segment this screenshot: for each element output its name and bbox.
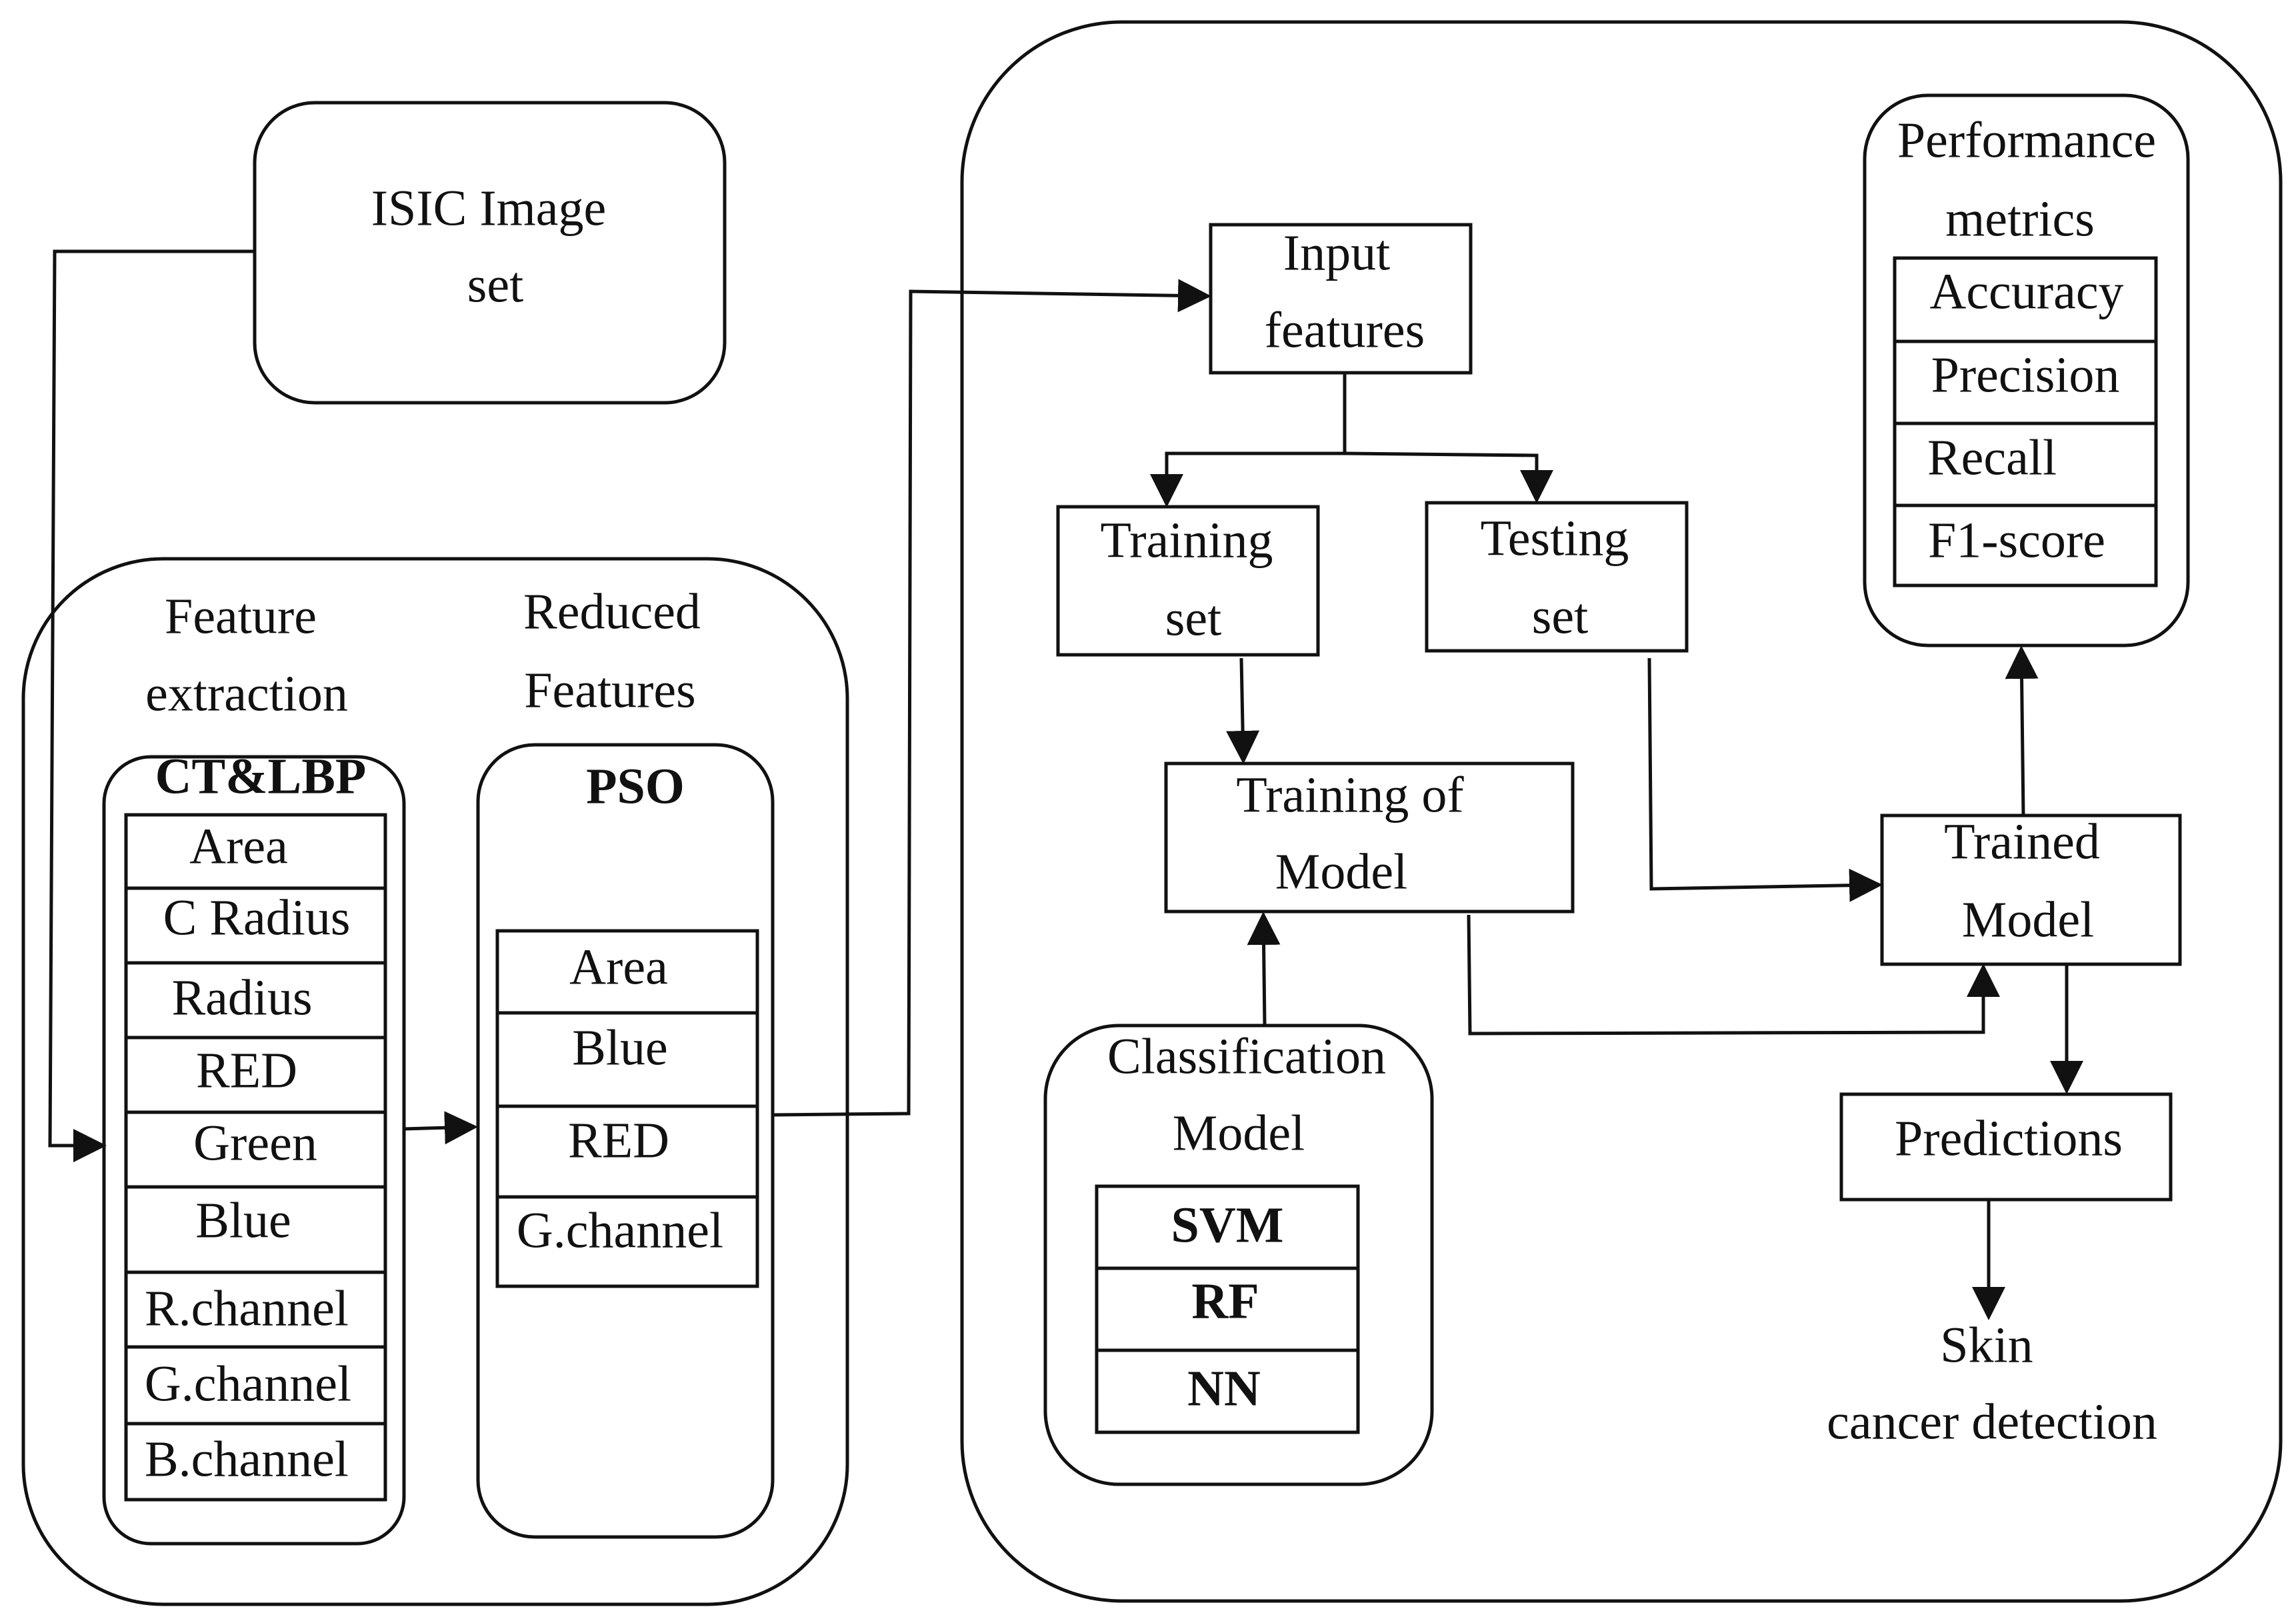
- classification-model-box: [1043, 1024, 1434, 1486]
- arrow-training-model-to-trained-model: [1467, 914, 2000, 1036]
- isic-image-set-box: [253, 101, 727, 405]
- input-features-line1: Input: [1283, 225, 1390, 281]
- predictions-label: Predictions: [1895, 1110, 2123, 1166]
- classification-model-table: SVM RF NN: [1095, 1184, 1360, 1434]
- reduced-item: G.channel: [517, 1202, 723, 1258]
- trained-model-line2: Model: [1962, 892, 2094, 948]
- reduced-features-table: Area Blue RED G.channel: [495, 929, 759, 1288]
- performance-metrics-table: Accuracy Precision Recall F1-score: [1893, 256, 2158, 587]
- reduced-item: Area: [569, 939, 668, 995]
- performance-metrics-title-line1: Performance: [1897, 112, 2156, 168]
- arrow-training-set-to-training-model: [1226, 657, 1260, 764]
- performance-metrics-title-line2: metrics: [1945, 191, 2095, 247]
- training-set-line2: set: [1165, 590, 1221, 646]
- testing-set-line1: Testing: [1481, 510, 1629, 566]
- training-set-box: [1056, 505, 1320, 657]
- feature-item: Area: [189, 818, 288, 874]
- reduced-table-row: [495, 1195, 759, 1288]
- arrow-trained-model-to-performance: [2005, 645, 2039, 816]
- feature-extraction-title-line1: Feature: [165, 588, 317, 644]
- feature-item: RED: [196, 1042, 297, 1098]
- reduced-item: Blue: [572, 1020, 668, 1076]
- predictions-box: [1839, 1092, 2173, 1202]
- isic-label-line1: ISIC Image: [371, 180, 606, 236]
- training-set-line1: Training: [1100, 512, 1273, 568]
- classifier-item: SVM: [1171, 1197, 1284, 1253]
- feature-item: B.channel: [145, 1431, 349, 1487]
- feature-item: G.channel: [145, 1356, 351, 1412]
- model-panel-container: [960, 20, 2283, 1603]
- feature-item: R.channel: [145, 1280, 349, 1336]
- feature-panel-container: [21, 557, 849, 1606]
- feature-item: Blue: [195, 1192, 291, 1248]
- reduced-features-title-line2: Features: [524, 662, 695, 718]
- feature-item: Radius: [171, 970, 312, 1026]
- metric-item: F1-score: [1928, 512, 2105, 568]
- feature-extraction-method: CT&LBP: [155, 748, 367, 804]
- arrow-testing-set-to-trained-model: [1647, 657, 1883, 902]
- metric-item: Precision: [1931, 347, 2120, 403]
- classifier-row: [1095, 1348, 1360, 1434]
- classifier-item: NN: [1187, 1360, 1261, 1416]
- arrow-classification-to-training-model: [1247, 912, 1281, 1026]
- arrow-pso-to-input-features: [772, 279, 1211, 1117]
- input-features-line2: features: [1265, 302, 1425, 358]
- training-of-model-line1: Training of: [1236, 767, 1464, 823]
- arrow-to-testing-set: [1344, 451, 1553, 503]
- feature-extraction-title-line2: extraction: [145, 665, 348, 721]
- trained-model-line1: Trained: [1944, 814, 2100, 870]
- arrow-isic-to-feature-extraction: [48, 249, 255, 1162]
- classification-model-title-line1: Classification: [1107, 1028, 1386, 1084]
- performance-metrics-box: [1863, 93, 2190, 647]
- metric-row: [1893, 503, 2158, 587]
- feature-extraction-table: Area C Radius Radius RED Green Blue R.ch…: [124, 813, 387, 1502]
- feature-item: C Radius: [163, 890, 351, 946]
- training-of-model-line2: Model: [1275, 844, 1407, 900]
- reduced-features-method: PSO: [586, 758, 685, 814]
- reduced-features-title-line1: Reduced: [523, 583, 701, 639]
- classifier-item: RF: [1191, 1273, 1259, 1329]
- skin-cancer-detection-line1: Skin: [1940, 1317, 2033, 1373]
- training-of-model-box: [1164, 761, 1575, 914]
- classification-model-title-line2: Model: [1173, 1105, 1305, 1161]
- metric-item: Accuracy: [1929, 263, 2123, 319]
- arrow-feature-to-pso: [403, 1111, 478, 1145]
- testing-set-box: [1425, 501, 1689, 653]
- reduced-item: RED: [568, 1112, 669, 1168]
- testing-set-line2: set: [1532, 588, 1588, 644]
- metric-item: Recall: [1927, 429, 2057, 485]
- skin-cancer-detection-line2: cancer detection: [1827, 1394, 2157, 1450]
- feature-item: Green: [193, 1115, 317, 1171]
- arrow-to-training-set: [1150, 451, 1345, 507]
- reduced-features-box: [476, 743, 775, 1539]
- feature-table-row: [124, 1422, 387, 1502]
- isic-label-line2: set: [467, 257, 523, 313]
